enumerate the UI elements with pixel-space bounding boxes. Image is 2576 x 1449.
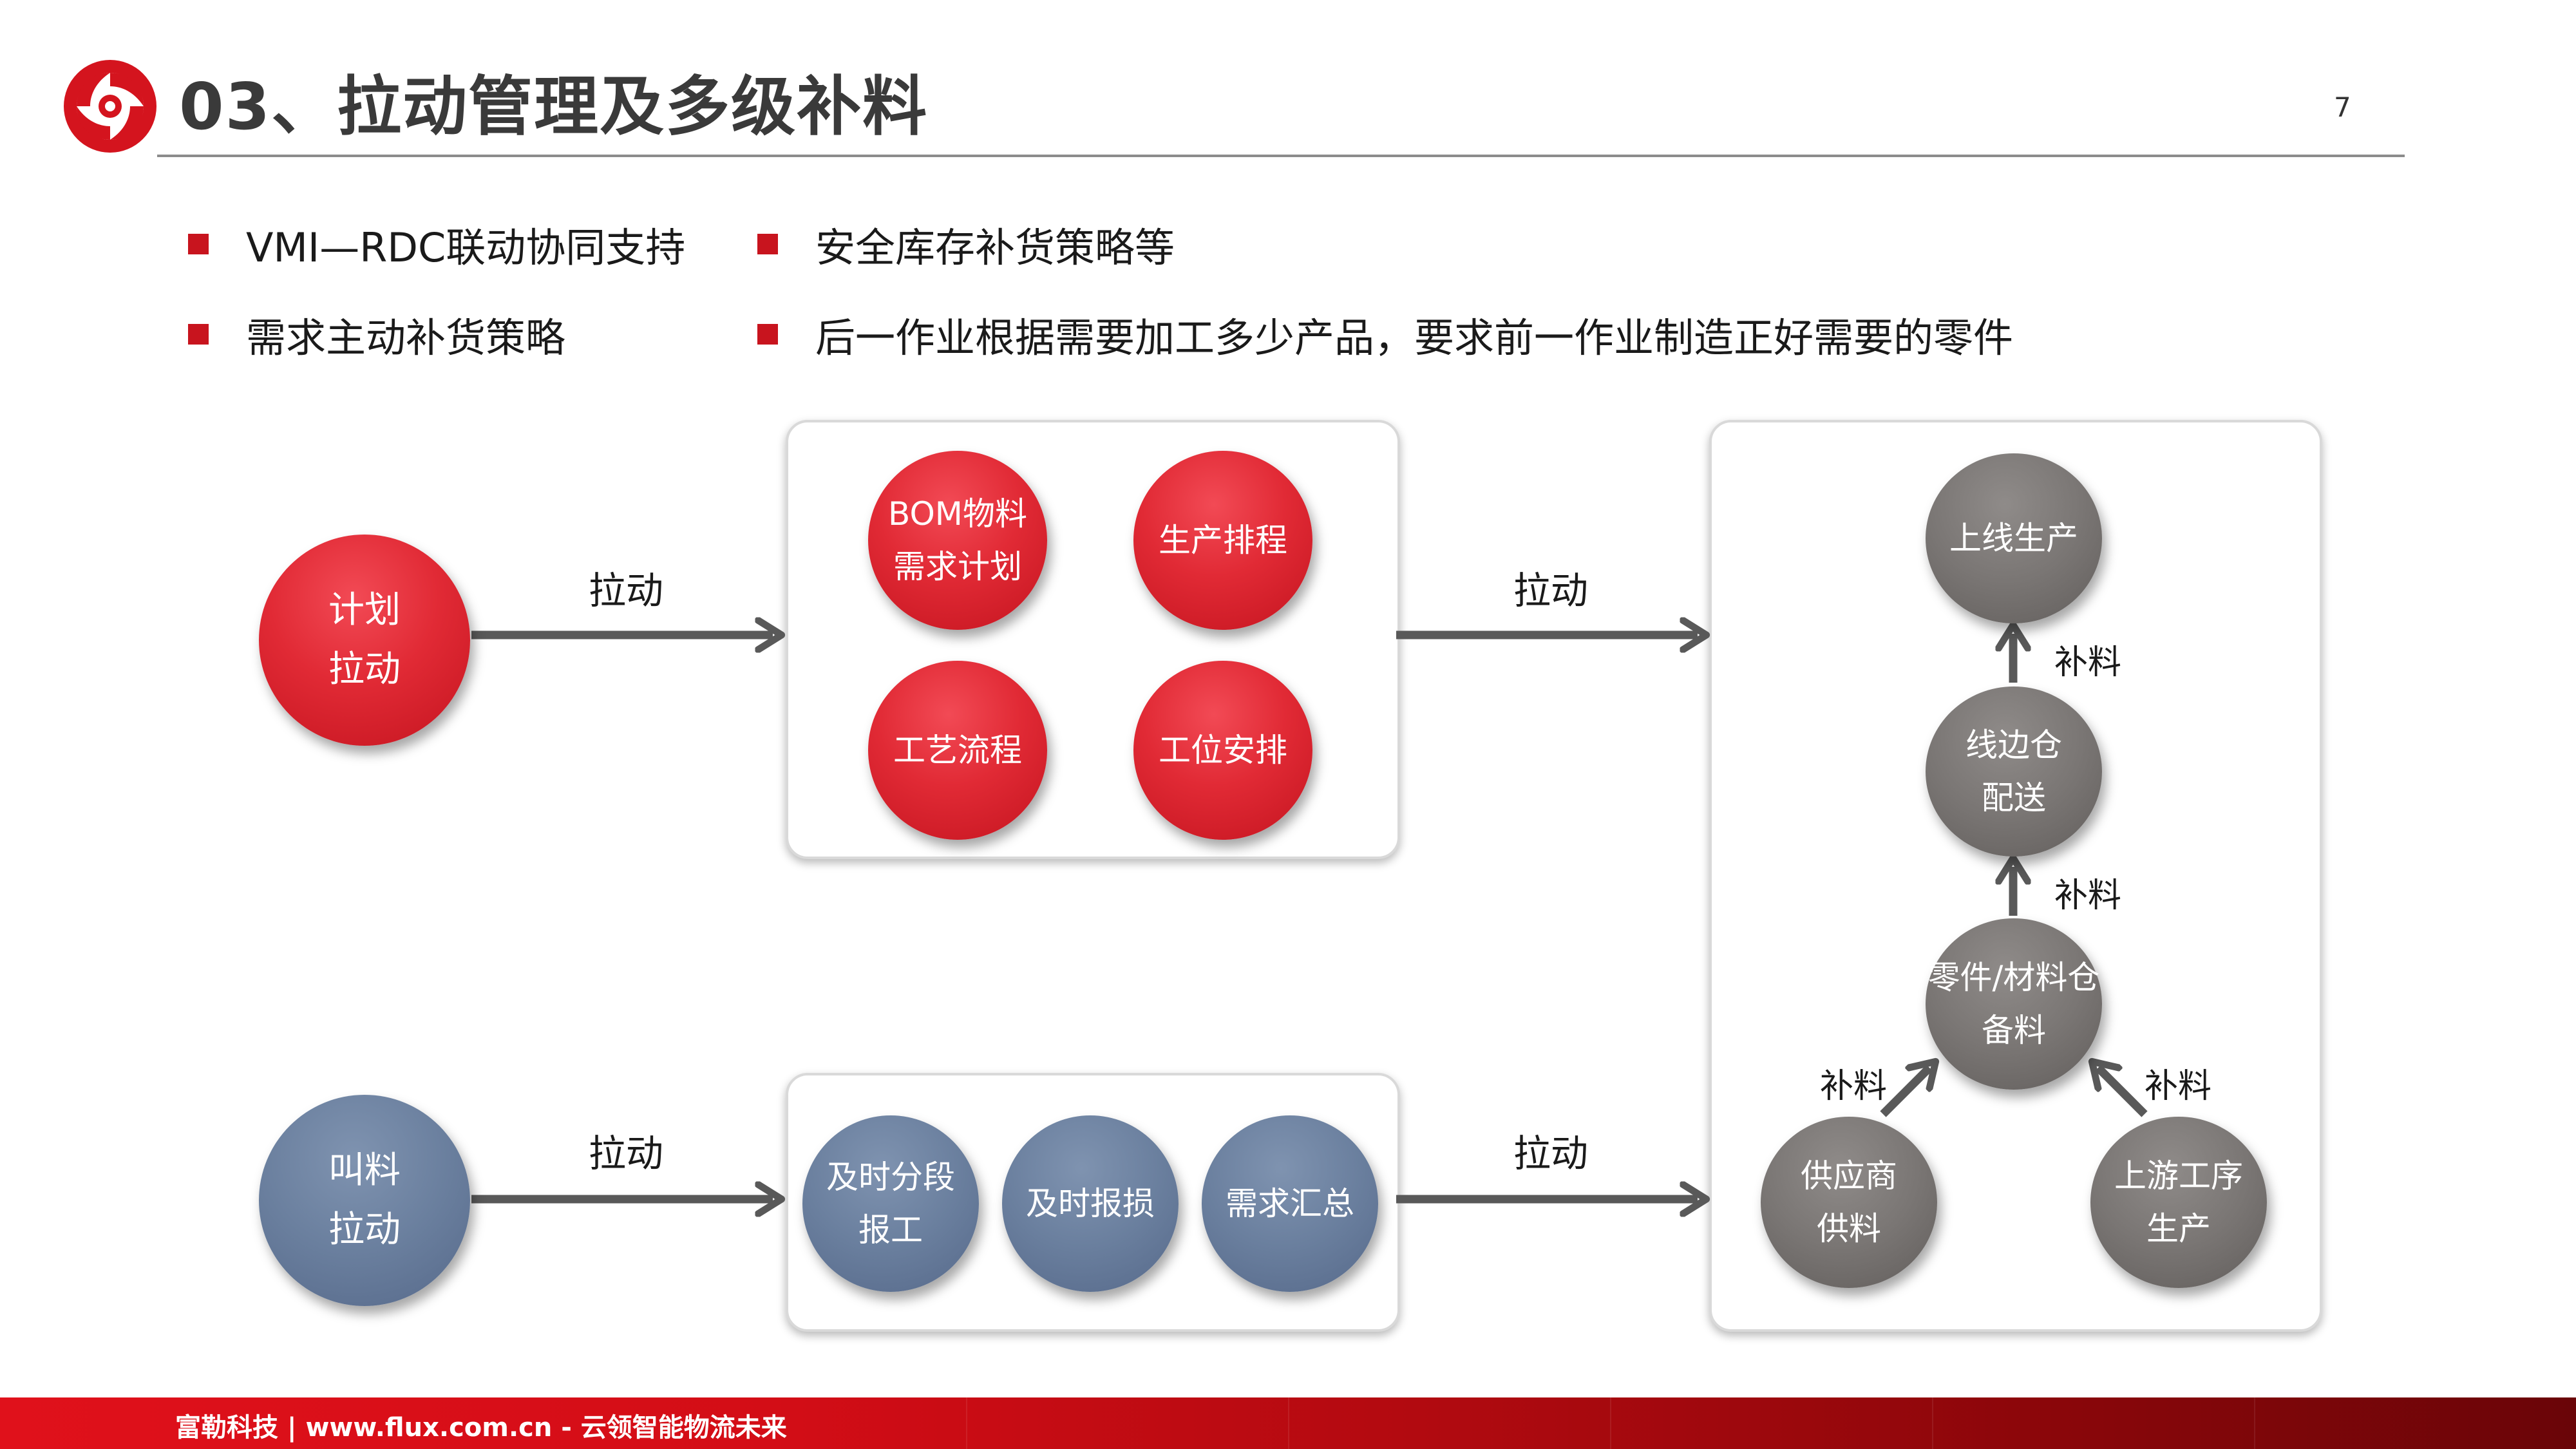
arrow-label-pull: 拉动 <box>589 1132 664 1175</box>
demand-summary-circle: 需求汇总 <box>1202 1115 1378 1292</box>
footer-bar <box>0 1397 2576 1449</box>
footer-text: 富勒科技 | www.flux.com.cn - 云领智能物流未来 <box>175 1413 787 1443</box>
bullet-text: 需求主动补货策略 <box>246 314 566 361</box>
plan-pull-panel <box>786 420 1400 859</box>
bullet-item: 后一作业根据需要加工多少产品，要求前一作业制造正好需要的零件 <box>757 305 2013 363</box>
process-flow-circle: 工艺流程 <box>868 661 1047 840</box>
loss-reporting-circle: 及时报损 <box>1002 1115 1179 1292</box>
page-title: 03、拉动管理及多级补料 <box>179 69 929 144</box>
bullet-item: 需求主动补货策略 <box>188 305 565 363</box>
parts-warehouse-circle: 零件/材料仓 备料 <box>1926 918 2102 1090</box>
online-production-circle: 上线生产 <box>1926 453 2102 623</box>
bullet-square-icon <box>188 324 209 345</box>
replenish-label: 补料 <box>2145 1067 2212 1106</box>
replenish-label: 补料 <box>1820 1067 1888 1106</box>
upstream-process-circle: 上游工序 生产 <box>2090 1117 2267 1288</box>
production-scheduling-circle: 生产排程 <box>1133 451 1312 630</box>
call-pull-circle: 叫料 拉动 <box>259 1095 470 1306</box>
plan-pull-circle: 计划 拉动 <box>259 535 470 746</box>
bullet-square-icon <box>757 324 778 345</box>
segment-reporting-circle: 及时分段 报工 <box>802 1115 979 1292</box>
bullet-square-icon <box>757 234 778 254</box>
arrow-label-pull: 拉动 <box>589 569 664 612</box>
replenish-label: 补料 <box>2054 643 2122 682</box>
bom-demand-plan-circle: BOM物料 需求计划 <box>868 451 1047 630</box>
bullet-text: 后一作业根据需要加工多少产品，要求前一作业制造正好需要的零件 <box>815 314 2014 361</box>
station-arrangement-circle: 工位安排 <box>1133 661 1312 840</box>
supplier-circle: 供应商 供料 <box>1761 1117 1937 1288</box>
bullet-item: 安全库存补货策略等 <box>757 215 1175 273</box>
replenish-label: 补料 <box>2054 876 2122 915</box>
bullet-item: VMI—RDC联动协同支持 <box>188 215 685 273</box>
page-number: 7 <box>2334 91 2351 123</box>
lineside-delivery-circle: 线边仓 配送 <box>1926 687 2102 857</box>
header-divider <box>157 155 2405 157</box>
bullet-text: 安全库存补货策略等 <box>815 224 1175 271</box>
bullet-text: VMI—RDC联动协同支持 <box>246 224 686 271</box>
bullet-square-icon <box>188 234 209 254</box>
arrow-label-pull: 拉动 <box>1513 569 1589 612</box>
company-logo-icon <box>64 60 156 153</box>
arrow-label-pull: 拉动 <box>1513 1132 1589 1175</box>
